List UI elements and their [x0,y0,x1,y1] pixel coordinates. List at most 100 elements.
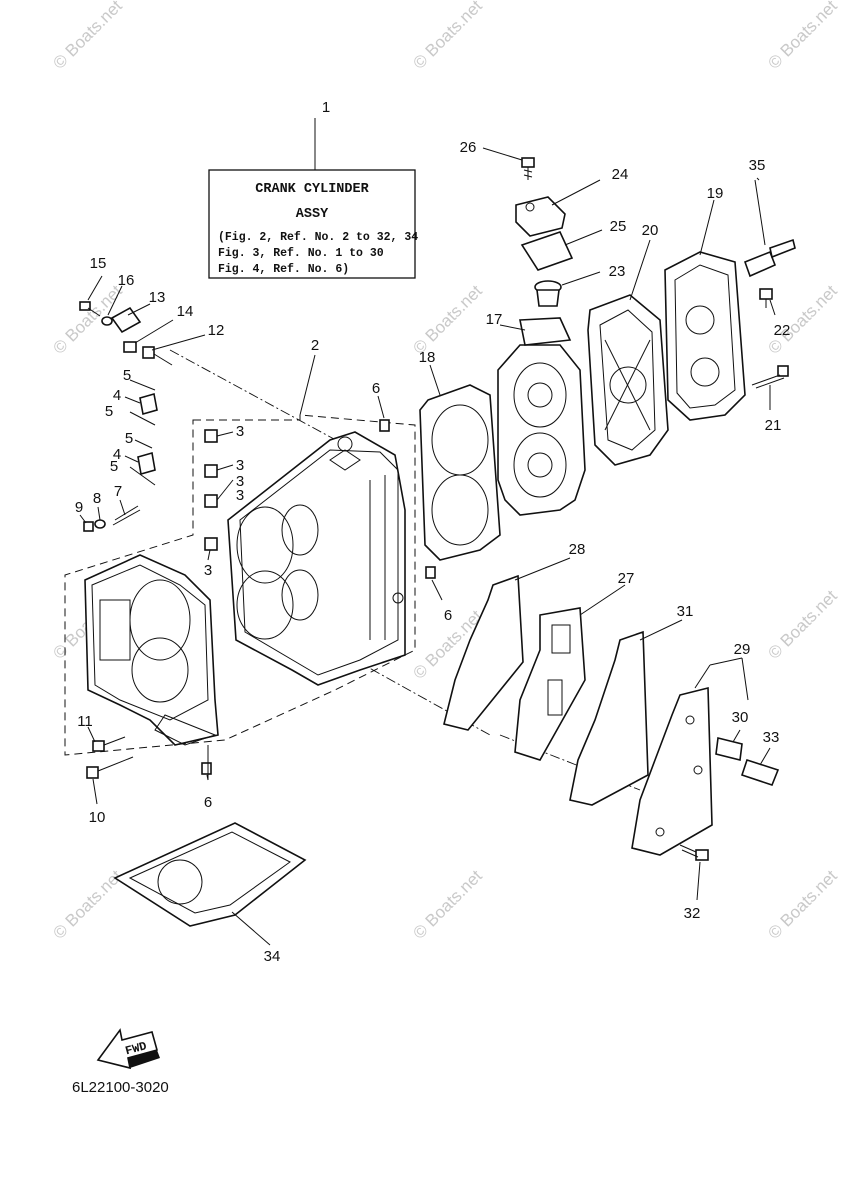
fig-reference-2: Fig. 3, Ref. No. 1 to 30 [218,247,384,260]
exhaust-gasket [443,574,524,731]
head-cover-gasket [587,294,669,466]
thermostat [534,280,562,307]
centerline [169,349,346,446]
callout-number: 34 [264,948,281,965]
bolt-15 [79,301,91,311]
head-bolt [751,365,789,389]
callout-number: 9 [75,499,83,516]
washer-16 [101,316,113,326]
callout-number: 11 [77,713,93,730]
bushing-4a [139,392,158,416]
bolt-12 [142,346,155,359]
callout-number: 29 [734,641,751,658]
cover-bolt [521,157,535,180]
callout-number: 5 [123,367,131,384]
leader-lines [79,147,776,946]
exhaust-outer-cover [631,686,713,856]
callout-number: 6 [444,607,452,624]
callout-number: 22 [774,322,791,339]
forward-direction-arrow: FWD [96,1028,160,1070]
hardware-set [79,301,436,779]
callout-number: 20 [642,222,659,239]
callout-number: 3 [236,457,244,474]
dowel-6a [379,419,390,432]
fig-reference-1: (Fig. 2, Ref. No. 2 to 32, 34 [218,231,418,244]
watermark-text: © Boats.net [409,281,486,358]
bracket-13 [110,306,142,334]
dowel-6c [201,762,212,775]
cylinder-head [497,317,586,516]
diagram-code: 6L22100-3020 [72,1079,169,1096]
callout-number: 4 [113,387,121,404]
callout-number: 2 [311,337,319,354]
callout-number: 14 [177,303,194,320]
fittings-3 [204,429,218,551]
callout-number: 3 [204,562,212,579]
watermark-text: © Boats.net [409,866,486,943]
callout-number: 6 [372,380,380,397]
watermark-text: © Boats.net [764,586,841,663]
callout-number: 21 [765,417,782,434]
watermark-text: © Boats.net [764,866,841,943]
dowel-6b [425,566,436,579]
watermark-text: © Boats.net [764,281,841,358]
callout-number: 35 [749,157,766,174]
callout-number: 7 [114,483,122,500]
watermark-text: © Boats.net [49,0,126,73]
inner-exhaust-cover [514,607,586,761]
thermostat-gasket [520,231,574,271]
callout-number: 16 [118,272,135,289]
crankcase-half [84,554,219,746]
callout-number: 19 [707,185,724,202]
callout-number: 8 [93,490,101,507]
callout-number: 15 [90,255,107,272]
callout-number: 32 [684,905,701,922]
callout-number: 12 [208,322,225,339]
callout-number: 27 [618,570,635,587]
callout-number: 1 [322,99,330,116]
callout-number: 6 [204,794,212,811]
head-gasket [419,384,501,561]
stud-7 [112,509,141,526]
callout-number: 5 [105,403,113,420]
callout-number: 33 [763,729,780,746]
cover-bolt-32 [679,844,709,861]
callout-number: 3 [236,487,244,504]
callout-number: 5 [110,458,118,475]
thermostat-cover [515,196,566,237]
callout-number: 3 [236,423,244,440]
assembly-title: CRANK CYLINDER [255,182,369,197]
bushing-4b [137,451,156,476]
callout-number: 4 [113,446,121,463]
assembly-subtitle: ASSY [296,207,329,222]
callout-number: 18 [419,349,436,366]
callout-number: 31 [677,603,694,620]
pin [715,737,743,761]
bolt-11 [92,740,105,752]
washer-8 [94,519,106,529]
plug [759,288,773,308]
callout-number: 13 [149,289,166,306]
assembly-label-box: CRANK CYLINDER ASSY (Fig. 2, Ref. No. 2 … [208,118,418,279]
nut-9 [83,521,94,532]
crank-cylinder-body [227,431,406,686]
callout-labels: 1233333445555666789101112131415161718192… [75,99,791,965]
anode [740,758,780,786]
callout-number: 5 [125,430,133,447]
callout-number: 26 [460,139,477,156]
callout-number: 3 [236,473,244,490]
callout-number: 10 [89,809,106,826]
fig-reference-3: Fig. 4, Ref. No. 6) [218,263,349,276]
callout-number: 24 [612,166,629,183]
bolt-10 [86,766,99,779]
watermark-text: © Boats.net [764,0,841,73]
cover-gasket [569,630,649,806]
callout-number: 30 [732,709,749,726]
assembly-group-outline [64,414,416,756]
fwd-label: FWD [124,1039,148,1058]
head-cover [664,251,746,421]
callout-number: 28 [569,541,586,558]
nut-14 [123,341,137,353]
